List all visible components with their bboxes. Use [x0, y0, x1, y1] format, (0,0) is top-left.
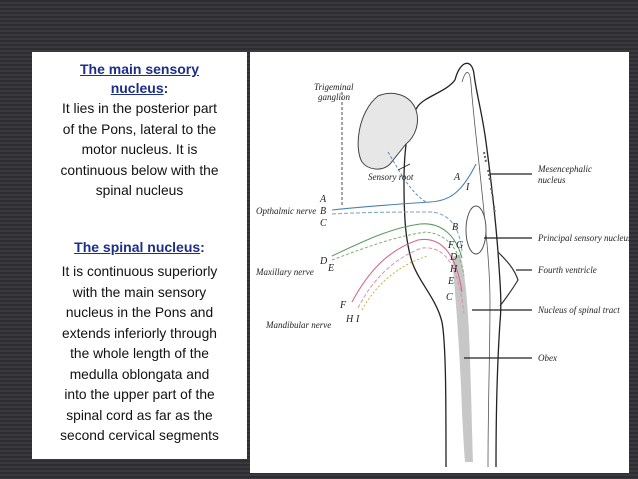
body-line: second cervical segments	[32, 426, 247, 447]
label-maxillary-nerve: Maxillary nerve	[255, 267, 314, 277]
body-line: medulla oblongata and	[32, 365, 247, 386]
main-sensory-title-line1: The main sensory	[32, 60, 247, 78]
letter-d: D	[319, 256, 328, 267]
trigeminal-nuclei-diagram: Trigeminal ganglion Sensory root Opthalm…	[250, 52, 629, 473]
label-trigeminal-ganglion: Trigeminal	[314, 82, 354, 92]
body-line: It lies in the posterior part	[32, 99, 247, 120]
letter-h: H	[449, 264, 458, 275]
letter-e: E	[327, 263, 334, 274]
trigeminal-ganglion	[358, 93, 417, 169]
mandibular-fibres	[362, 256, 428, 310]
label-obex: Obex	[538, 353, 557, 363]
letter-b: B	[320, 206, 326, 217]
label-mesencephalic-nucleus: Mesencephalic	[537, 164, 592, 174]
letter-c: C	[320, 218, 327, 229]
maxillary-fibres	[332, 232, 464, 276]
label-nucleus-spinal-tract: Nucleus of spinal tract	[537, 305, 620, 315]
label-trigeminal-ganglion: ganglion	[318, 92, 351, 102]
letter-a: A	[319, 194, 327, 205]
principal-sensory-nucleus	[466, 206, 486, 254]
body-line: spinal cord as far as the	[32, 406, 247, 427]
diagram-panel: Trigeminal ganglion Sensory root Opthalm…	[250, 52, 629, 473]
spinal-nucleus-title: The spinal nucleus:	[32, 238, 247, 256]
body-line: It is continuous superiorly	[32, 262, 247, 283]
text-panel: The main sensory nucleus: It lies in the…	[32, 52, 247, 459]
letter-f: F	[447, 240, 455, 251]
body-line: with the main sensory	[32, 283, 247, 304]
label-principal-sensory-nucleus: Principal sensory nucleus	[537, 233, 629, 243]
main-sensory-body: It lies in the posterior part of the Pon…	[32, 99, 247, 202]
letter-f: F	[339, 300, 347, 311]
main-sensory-title-line2: nucleus:	[32, 79, 247, 97]
body-line: continuous below with the	[32, 161, 247, 182]
letter-b: B	[452, 222, 458, 233]
body-line: spinal nucleus	[32, 181, 247, 202]
letter-i: I	[465, 182, 470, 193]
label-fourth-ventricle: Fourth ventricle	[537, 265, 597, 275]
body-line: nucleus in the Pons and	[32, 303, 247, 324]
letter-d: D	[449, 252, 458, 263]
spinal-nucleus-body: It is continuous superiorly with the mai…	[32, 262, 247, 447]
letter-c: C	[446, 292, 453, 303]
body-line: into the upper part of the	[32, 385, 247, 406]
letter-g: G	[456, 240, 463, 251]
letter-i: I	[355, 314, 360, 325]
letter-e: E	[447, 276, 454, 287]
label-sensory-root: Sensory root	[368, 172, 414, 182]
body-line: of the Pons, lateral to the	[32, 120, 247, 141]
body-line: extends inferiorly through	[32, 324, 247, 345]
body-line: motor nucleus. It is	[32, 140, 247, 161]
body-line: the whole length of the	[32, 344, 247, 365]
label-mesencephalic-nucleus: nucleus	[538, 175, 566, 185]
letter-a: A	[453, 172, 461, 183]
label-ophthalmic-nerve: Opthalmic nerve	[256, 206, 316, 216]
letter-h: H	[345, 314, 354, 325]
label-mandibular-nerve: Mandibular nerve	[265, 320, 331, 330]
